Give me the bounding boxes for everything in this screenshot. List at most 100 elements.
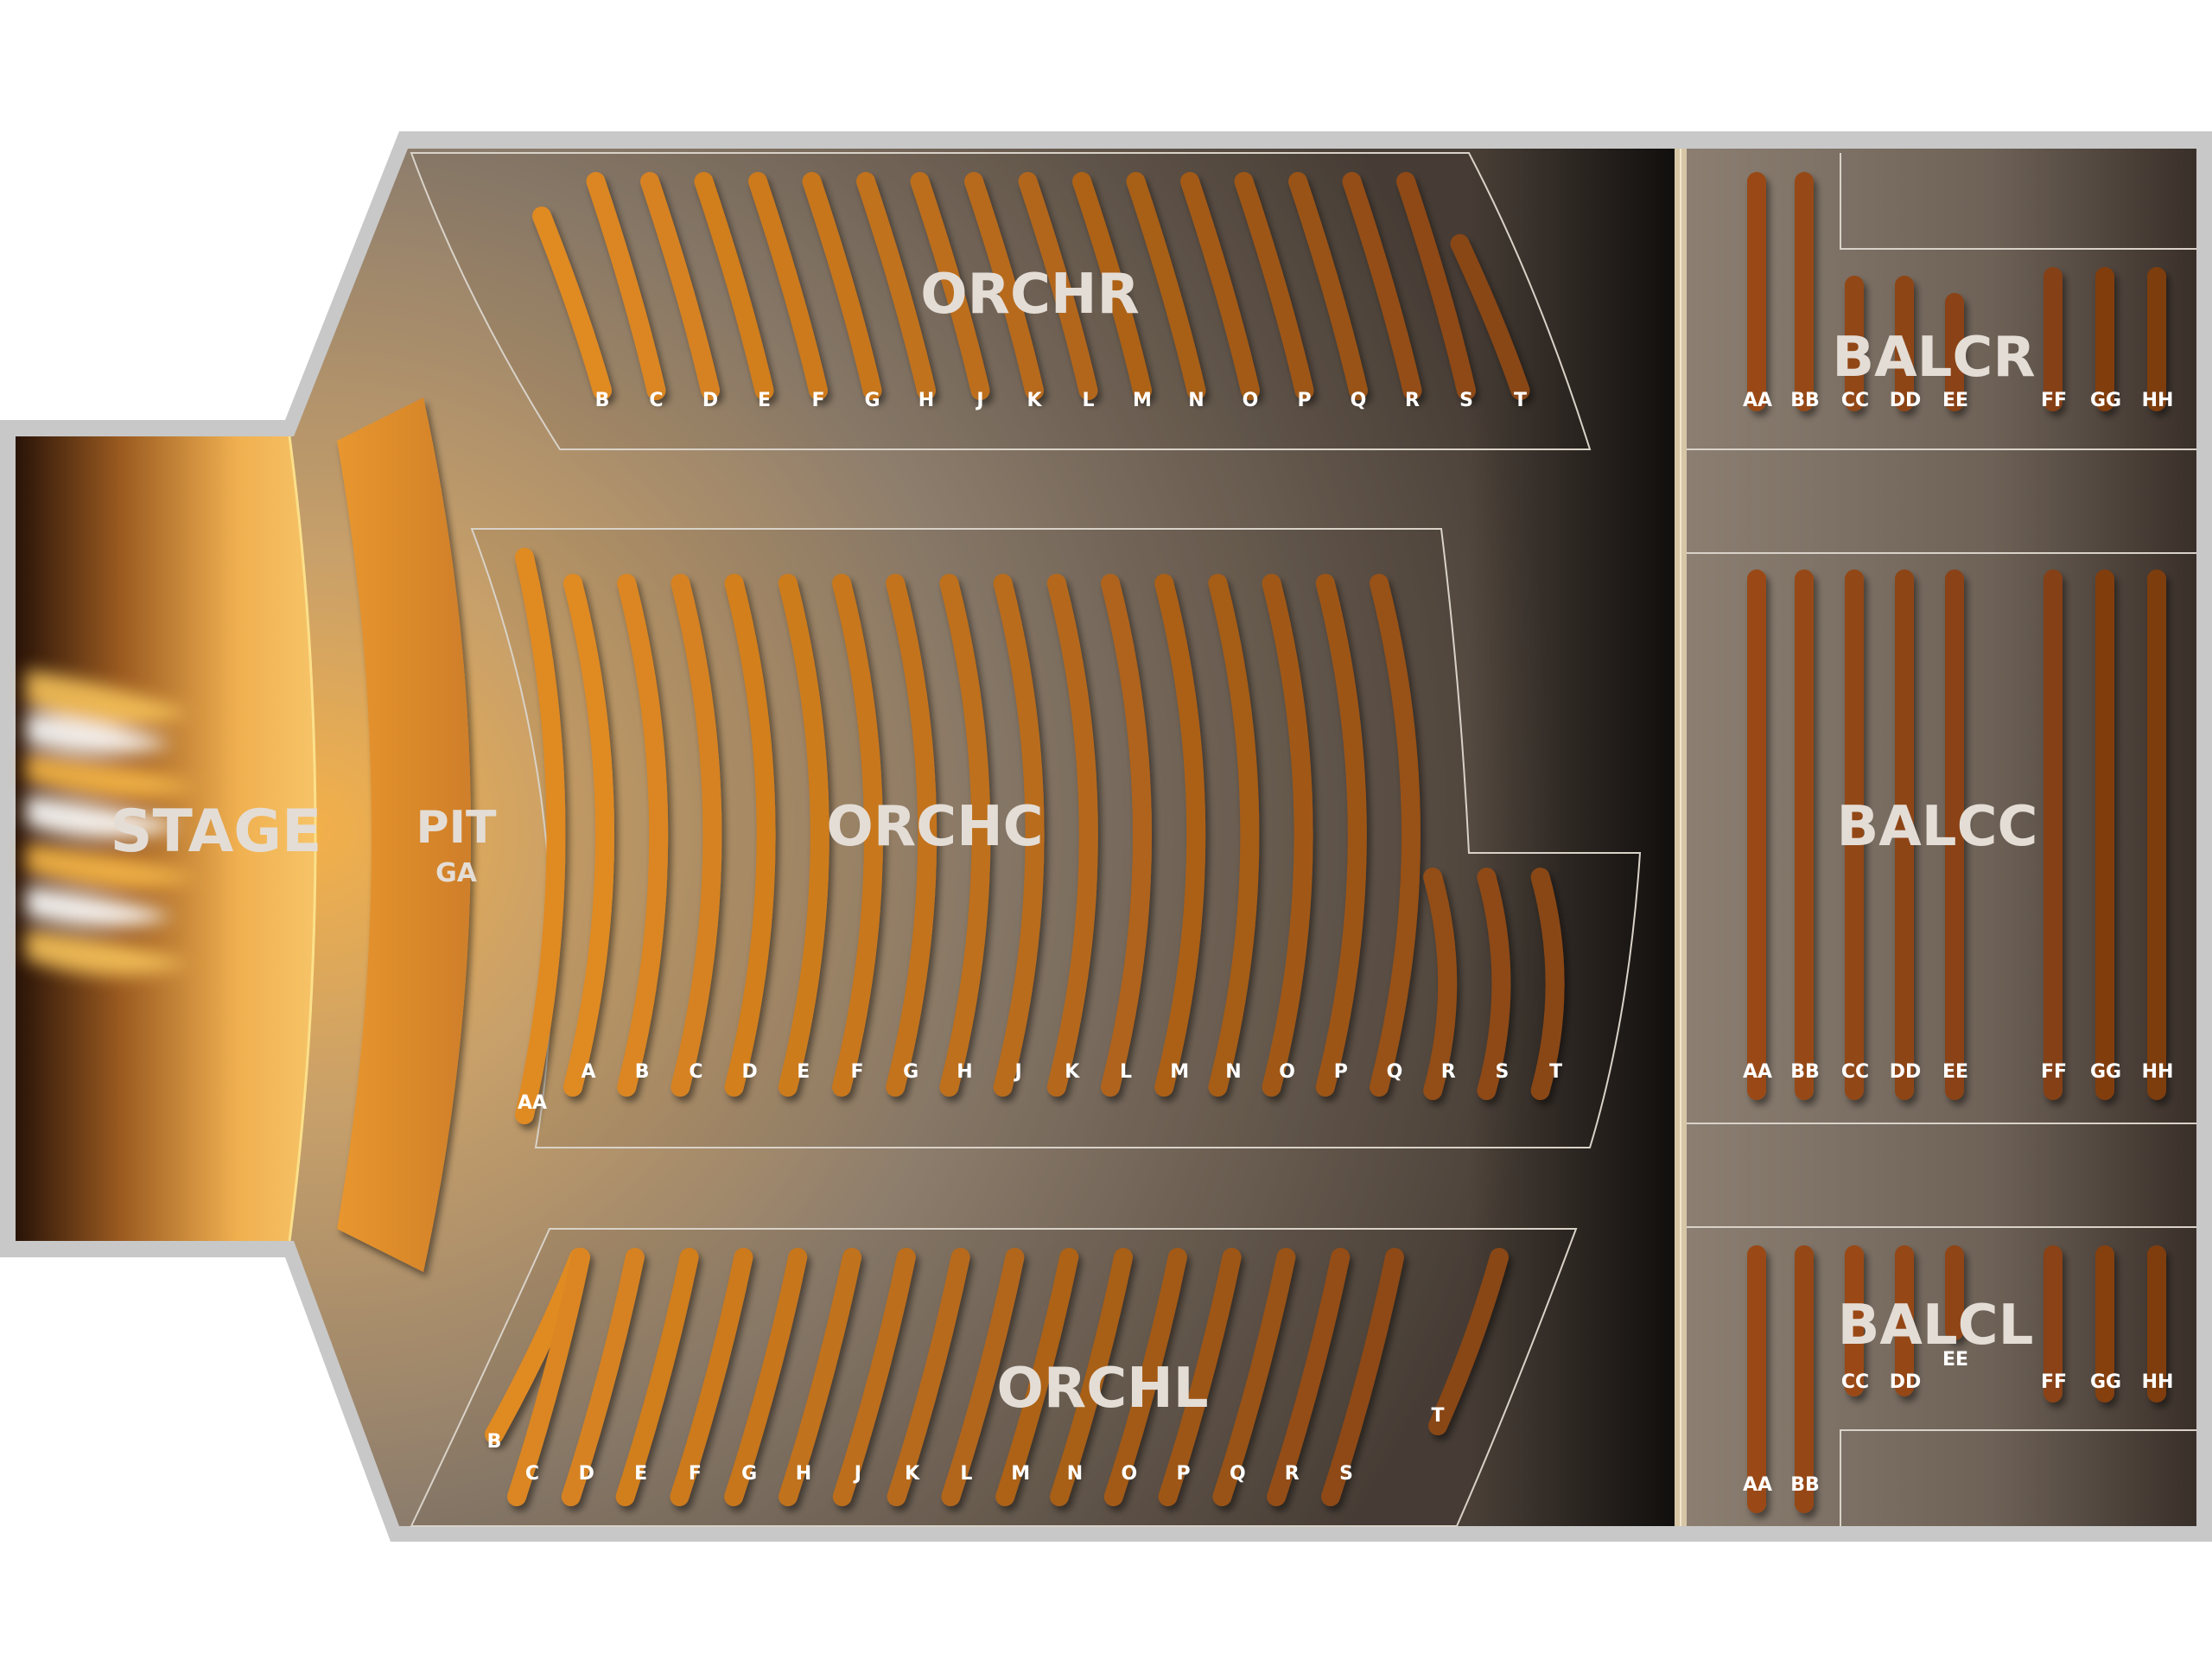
seat-row-orchc-Q[interactable] bbox=[1370, 574, 1421, 1097]
row-label-orchc-M: M bbox=[1170, 1061, 1189, 1083]
seat-row-orchl-E[interactable] bbox=[615, 1248, 699, 1506]
row-label-orchl-M: M bbox=[1011, 1463, 1030, 1485]
stage-lights bbox=[26, 670, 199, 976]
seat-row-orchr-R[interactable] bbox=[1342, 172, 1422, 400]
row-label-orchl-K: K bbox=[905, 1463, 920, 1485]
section-label-balcr[interactable]: BALCR bbox=[1832, 326, 2035, 390]
seat-row-orchc-G[interactable] bbox=[886, 574, 938, 1097]
seat-row-orchr-E[interactable] bbox=[694, 172, 774, 400]
row-label-balcl-AA: AA bbox=[1743, 1474, 1772, 1496]
row-label-balcr-FF: FF bbox=[2041, 390, 2067, 411]
seat-row-orchc-F[interactable] bbox=[832, 574, 883, 1097]
seat-row-orchc-S[interactable] bbox=[1477, 868, 1511, 1100]
section-label-balcc[interactable]: BALCC bbox=[1836, 795, 2037, 859]
seat-row-orchl-G[interactable] bbox=[724, 1248, 808, 1506]
seat-row-orchc-H[interactable] bbox=[939, 574, 991, 1097]
seat-row-orchr-M[interactable] bbox=[1072, 172, 1152, 400]
seat-row-orchr-B[interactable] bbox=[532, 207, 612, 400]
seat-row-orchr-K[interactable] bbox=[964, 172, 1044, 400]
seat-row-orchr-N[interactable] bbox=[1126, 172, 1206, 400]
row-label-balcc-CC: CC bbox=[1841, 1061, 1869, 1083]
seat-row-orchr-T[interactable] bbox=[1450, 234, 1530, 400]
seat-row-orchl-F[interactable] bbox=[670, 1248, 753, 1506]
row-label-balcl-CC: CC bbox=[1841, 1371, 1869, 1393]
seat-row-orchc-AA[interactable] bbox=[515, 548, 566, 1124]
row-label-orchl-T: T bbox=[1431, 1405, 1444, 1427]
seat-row-orchl-T[interactable] bbox=[1428, 1248, 1509, 1435]
row-label-orchc-P: P bbox=[1334, 1061, 1348, 1083]
seat-row-orchc-E[interactable] bbox=[778, 574, 830, 1097]
row-label-balcr-EE: EE bbox=[1942, 390, 1968, 411]
row-label-orchr-B: B bbox=[595, 390, 610, 411]
seat-row-orchl-K[interactable] bbox=[887, 1248, 970, 1506]
seat-row-orchl-L[interactable] bbox=[941, 1248, 1025, 1506]
seat-row-orchc-O[interactable] bbox=[1262, 574, 1313, 1097]
seat-row-orchl-R[interactable] bbox=[1267, 1248, 1351, 1506]
section-label-stage[interactable]: STAGE bbox=[111, 798, 322, 866]
stage-edge bbox=[288, 436, 317, 1242]
row-label-orchc-J: J bbox=[1014, 1061, 1022, 1083]
seat-row-orchc-C[interactable] bbox=[671, 574, 722, 1097]
seat-row-orchc-P[interactable] bbox=[1315, 574, 1367, 1097]
seat-row-orchc-R[interactable] bbox=[1423, 868, 1458, 1100]
row-label-orchr-S: S bbox=[1459, 390, 1473, 411]
seat-row-orchl-Q[interactable] bbox=[1212, 1248, 1296, 1506]
seat-row-orchr-G[interactable] bbox=[802, 172, 882, 400]
row-label-orchc-T: T bbox=[1549, 1061, 1562, 1083]
seat-row-orchc-A[interactable] bbox=[563, 574, 614, 1097]
seat-row-orchl-O[interactable] bbox=[1103, 1248, 1187, 1506]
section-pit[interactable] bbox=[337, 398, 471, 1272]
section-label-pit[interactable]: PIT bbox=[416, 802, 497, 854]
seat-row-orchc-K[interactable] bbox=[1046, 574, 1098, 1097]
row-label-balcc-EE: EE bbox=[1942, 1061, 1968, 1083]
row-label-orchr-M: M bbox=[1133, 390, 1152, 411]
seat-row-orchc-M[interactable] bbox=[1154, 574, 1206, 1097]
row-label-orchl-E: E bbox=[634, 1463, 647, 1485]
seat-row-orchc-T[interactable] bbox=[1530, 868, 1565, 1100]
seat-row-orchl-P[interactable] bbox=[1158, 1248, 1242, 1506]
seat-row-orchc-D[interactable] bbox=[724, 574, 776, 1097]
seat-row-orchl-N[interactable] bbox=[1050, 1248, 1133, 1506]
row-label-balcr-HH: HH bbox=[2142, 390, 2174, 411]
seat-row-orchr-O[interactable] bbox=[1180, 172, 1260, 400]
section-label-orchr[interactable]: ORCHR bbox=[920, 263, 1140, 327]
row-label-orchl-P: P bbox=[1177, 1463, 1191, 1485]
section-label-balcl[interactable]: BALCL bbox=[1838, 1294, 2034, 1358]
seat-row-orchr-F[interactable] bbox=[748, 172, 828, 400]
row-label-orchr-T: T bbox=[1514, 390, 1527, 411]
seat-row-orchr-Q[interactable] bbox=[1288, 172, 1368, 400]
seat-row-orchc-N[interactable] bbox=[1208, 574, 1260, 1097]
seat-row-orchr-S[interactable] bbox=[1396, 172, 1476, 400]
row-label-orchc-C: C bbox=[689, 1061, 702, 1083]
section-label-orchl[interactable]: ORCHL bbox=[997, 1357, 1209, 1421]
seat-row-orchl-D[interactable] bbox=[561, 1248, 645, 1506]
seat-row-orchc-J[interactable] bbox=[993, 574, 1045, 1097]
seat-row-orchr-D[interactable] bbox=[640, 172, 720, 400]
row-label-orchc-H: H bbox=[957, 1061, 972, 1083]
row-label-orchl-B: B bbox=[487, 1431, 502, 1453]
section-label-orchc[interactable]: ORCHC bbox=[826, 795, 1043, 859]
seat-row-orchc-L[interactable] bbox=[1101, 574, 1152, 1097]
seat-row-orchl-M[interactable] bbox=[995, 1248, 1079, 1506]
seat-row-orchl-S[interactable] bbox=[1321, 1248, 1404, 1506]
row-label-orchr-D: D bbox=[702, 390, 718, 411]
row-label-orchl-R: R bbox=[1285, 1463, 1300, 1485]
row-label-balcc-BB: BB bbox=[1790, 1061, 1820, 1083]
row-label-orchr-N: N bbox=[1188, 390, 1204, 411]
row-label-balcr-BB: BB bbox=[1790, 390, 1820, 411]
seat-row-orchr-L[interactable] bbox=[1018, 172, 1098, 400]
seat-row-orchr-P[interactable] bbox=[1234, 172, 1314, 400]
seat-row-orchr-C[interactable] bbox=[586, 172, 666, 400]
row-label-balcr-CC: CC bbox=[1841, 390, 1869, 411]
seat-row-orchl-J[interactable] bbox=[832, 1248, 916, 1506]
seat-row-orchc-B[interactable] bbox=[617, 574, 669, 1097]
seat-row-orchl-H[interactable] bbox=[779, 1248, 861, 1506]
row-label-orchr-J: J bbox=[975, 390, 983, 411]
row-label-balcc-GG: GG bbox=[2090, 1061, 2121, 1083]
seat-row-orchr-H[interactable] bbox=[856, 172, 936, 400]
row-label-balcr-AA: AA bbox=[1743, 390, 1772, 411]
row-label-orchr-L: L bbox=[1082, 390, 1094, 411]
row-label-orchr-P: P bbox=[1297, 390, 1311, 411]
seat-row-orchr-J[interactable] bbox=[910, 172, 990, 400]
seat-row-orchl-C[interactable] bbox=[507, 1248, 590, 1506]
